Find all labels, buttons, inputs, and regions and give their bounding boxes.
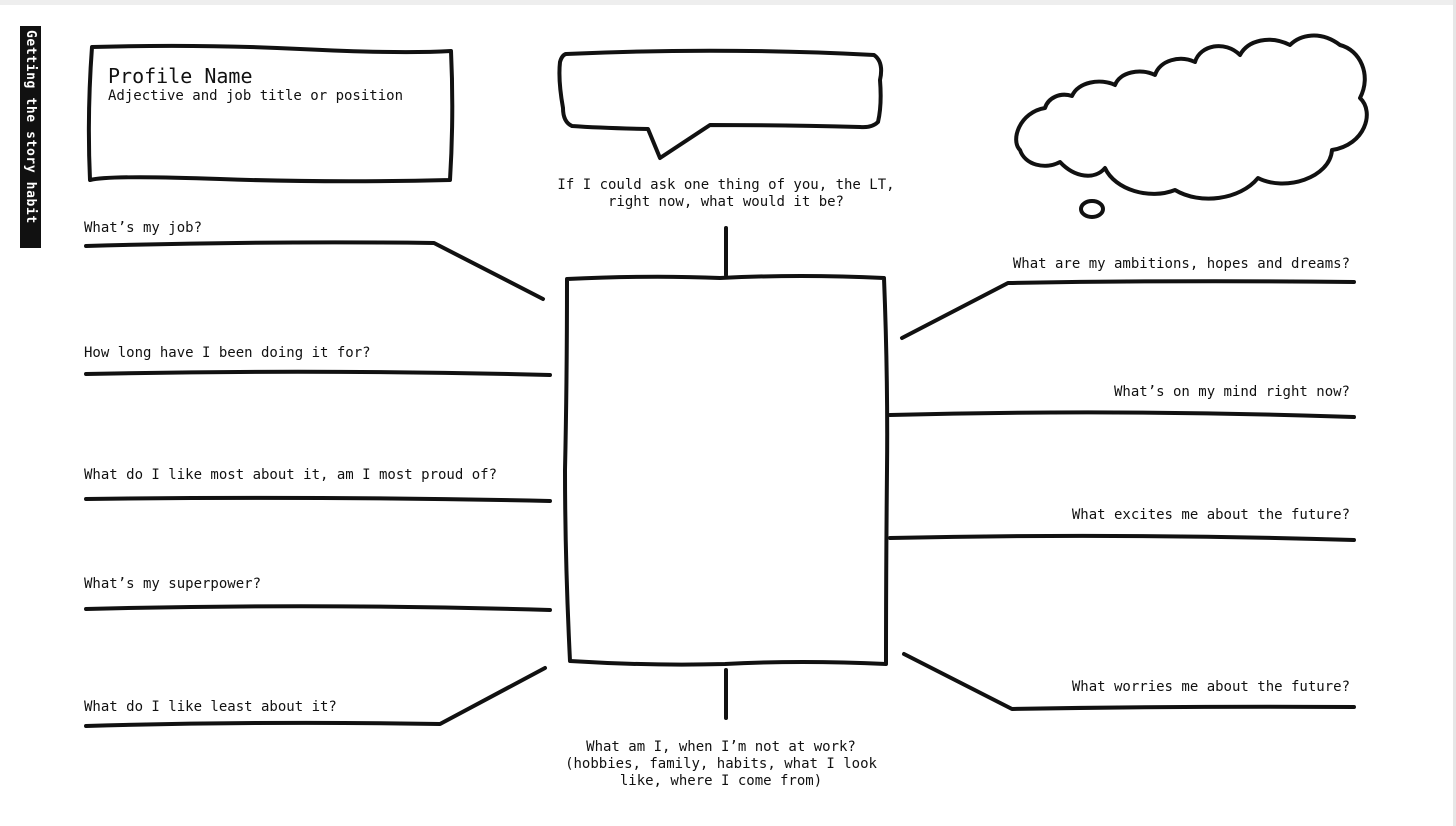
profile-box xyxy=(86,43,455,184)
side-tag-background xyxy=(20,26,41,248)
left-line-4 xyxy=(84,604,552,612)
profile-name: Profile Name xyxy=(108,64,253,88)
left-question-job: What’s my job? xyxy=(84,220,203,236)
left-line-1 xyxy=(84,240,545,301)
portrait-frame xyxy=(563,274,890,667)
right-question-mind: What’s on my mind right now? xyxy=(1113,384,1350,400)
left-line-3 xyxy=(84,495,552,503)
left-question-duration: How long have I been doing it for? xyxy=(84,345,371,361)
profile-subtitle: Adjective and job title or position xyxy=(108,88,404,104)
right-question-ambitions: What are my ambitions, hopes and dreams? xyxy=(1012,256,1350,272)
right-line-3 xyxy=(888,533,1356,542)
thought-bubble-dot xyxy=(1079,199,1105,219)
right-line-4 xyxy=(902,652,1356,711)
thought-cloud xyxy=(1014,33,1369,201)
speech-bubble xyxy=(557,48,884,160)
left-line-2 xyxy=(84,369,552,377)
left-question-like-most: What do I like most about it, am I most … xyxy=(84,467,498,483)
bottom-question: What am I, when I’m not at work? (hobbie… xyxy=(565,739,877,789)
left-line-5 xyxy=(84,666,547,728)
left-question-superpower: What’s my superpower? xyxy=(84,576,262,592)
right-question-excites: What excites me about the future? xyxy=(1071,507,1350,523)
right-question-worries: What worries me about the future? xyxy=(1071,679,1350,695)
left-question-like-least: What do I like least about it? xyxy=(84,699,337,715)
right-border xyxy=(1453,0,1456,826)
right-line-2 xyxy=(888,410,1356,419)
top-border xyxy=(0,0,1456,5)
side-tag-label: Getting the story habit xyxy=(23,30,38,224)
top-question: If I could ask one thing of you, the LT,… xyxy=(557,177,895,210)
right-line-1 xyxy=(900,279,1356,340)
